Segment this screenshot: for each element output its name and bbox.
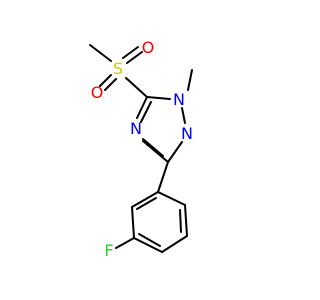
bond-n1-n2 [181, 107, 186, 124]
bond-ph-6 [131, 191, 159, 208]
bond-ph-2 [184, 204, 188, 237]
bond-methyl-s [89, 44, 112, 62]
atom-sulfur: S [113, 59, 123, 78]
bond-ph-inner-2 [138, 233, 161, 247]
bond-n4-c5-b [140, 101, 152, 123]
atom-labels: S O O N N N F [91, 38, 193, 260]
atom-nitrogen-n1: N [173, 90, 185, 109]
bond-n2-c3 [167, 141, 183, 163]
bond-s-o-top-b [126, 51, 143, 64]
bond-ph-4 [133, 237, 163, 253]
bonds [89, 44, 193, 253]
bond-c-f [115, 237, 135, 249]
atom-fluorine: F [104, 241, 113, 260]
bond-c3-n4-b [142, 138, 164, 157]
atom-nitrogen-n4: N [130, 119, 142, 138]
atom-nitrogen-n2: N [181, 124, 193, 143]
bond-ph-inner-3 [136, 197, 157, 210]
bond-s-o-left-b [104, 78, 117, 91]
bond-s-c5 [125, 77, 148, 98]
bond-ph-3 [161, 235, 188, 253]
bond-ph-1 [157, 191, 186, 206]
molecule-structure: S O O N N N F [89, 38, 193, 260]
bond-c3-n4-a [142, 140, 169, 163]
bond-ph-inner-1 [179, 209, 182, 233]
bond-c5-n1 [146, 96, 171, 100]
structure-canvas: S O O N N N F [89, 38, 193, 260]
bond-s-o-top-a [122, 46, 139, 59]
bond-ph-5 [131, 206, 135, 239]
bond-n1-methyl [187, 69, 193, 91]
bond-n4-c5-a [136, 96, 148, 119]
bond-s-o-left-a [99, 74, 112, 87]
atom-oxygen-top: O [142, 38, 155, 57]
bond-c3-phenyl [157, 161, 169, 193]
atom-oxygen-left: O [91, 83, 104, 102]
